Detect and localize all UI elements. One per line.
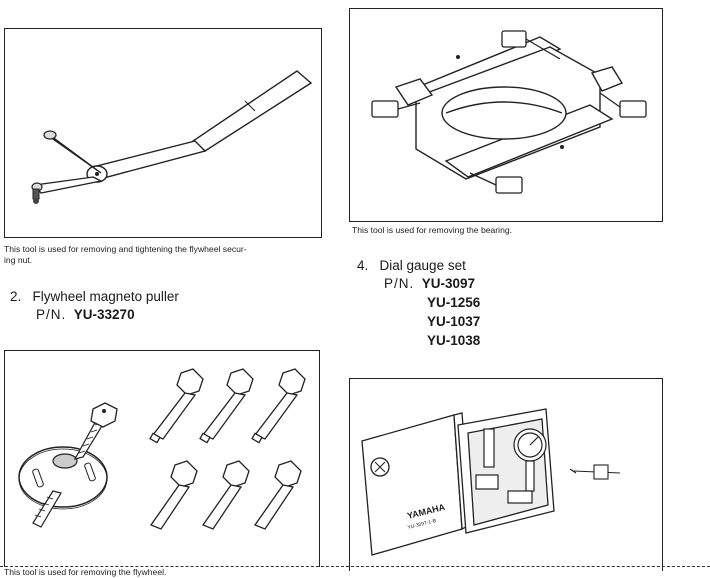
section-2-part-number: P/N. YU-33270 bbox=[36, 306, 135, 324]
pn-value: YU-3097 bbox=[421, 276, 476, 291]
pn-value: YU-1256 bbox=[427, 295, 481, 310]
section-4-title: 4. Dial gauge set bbox=[357, 257, 466, 275]
pn-label: P/N. bbox=[36, 307, 67, 322]
section-title: Flywheel magneto puller bbox=[32, 289, 179, 304]
section-title: Dial gauge set bbox=[379, 258, 466, 273]
section-2-title: 2. Flywheel magneto puller bbox=[10, 288, 179, 306]
flywheel-puller-figure bbox=[4, 350, 320, 571]
section-number: 4. bbox=[357, 258, 369, 273]
flywheel-puller-icon bbox=[18, 402, 118, 528]
caption-line-1: This tool is used for removing and tight… bbox=[4, 244, 247, 254]
flywheel-holder-figure bbox=[4, 28, 322, 238]
caption-flywheel-holder: This tool is used for removing and tight… bbox=[4, 244, 326, 265]
section-4-part-number: P/N. YU-3097 bbox=[384, 275, 475, 293]
puller-bolt-icon bbox=[149, 368, 306, 530]
pn-value: YU-33270 bbox=[73, 307, 135, 322]
caption-bearing-separator: This tool is used for removing the beari… bbox=[352, 225, 513, 235]
bearing-separator-figure bbox=[349, 8, 663, 222]
pn-value: YU-1038 bbox=[427, 333, 481, 348]
pn-value: YU-1037 bbox=[427, 314, 481, 329]
caption-flywheel-puller: This tool is used for removing the flywh… bbox=[4, 567, 324, 578]
bearing-separator-icon bbox=[371, 30, 647, 194]
caption-line-2: ing nut. bbox=[4, 254, 33, 265]
section-number: 2. bbox=[10, 289, 22, 304]
flywheel-holder-wrench-icon bbox=[31, 70, 313, 204]
dial-gauge-set-icon: YAMAHA YU-3097-1-B bbox=[361, 408, 621, 556]
dial-gauge-set-figure: YAMAHA YU-3097-1-B bbox=[349, 378, 663, 571]
pn-label: P/N. bbox=[384, 276, 415, 291]
cut-line bbox=[0, 566, 710, 567]
